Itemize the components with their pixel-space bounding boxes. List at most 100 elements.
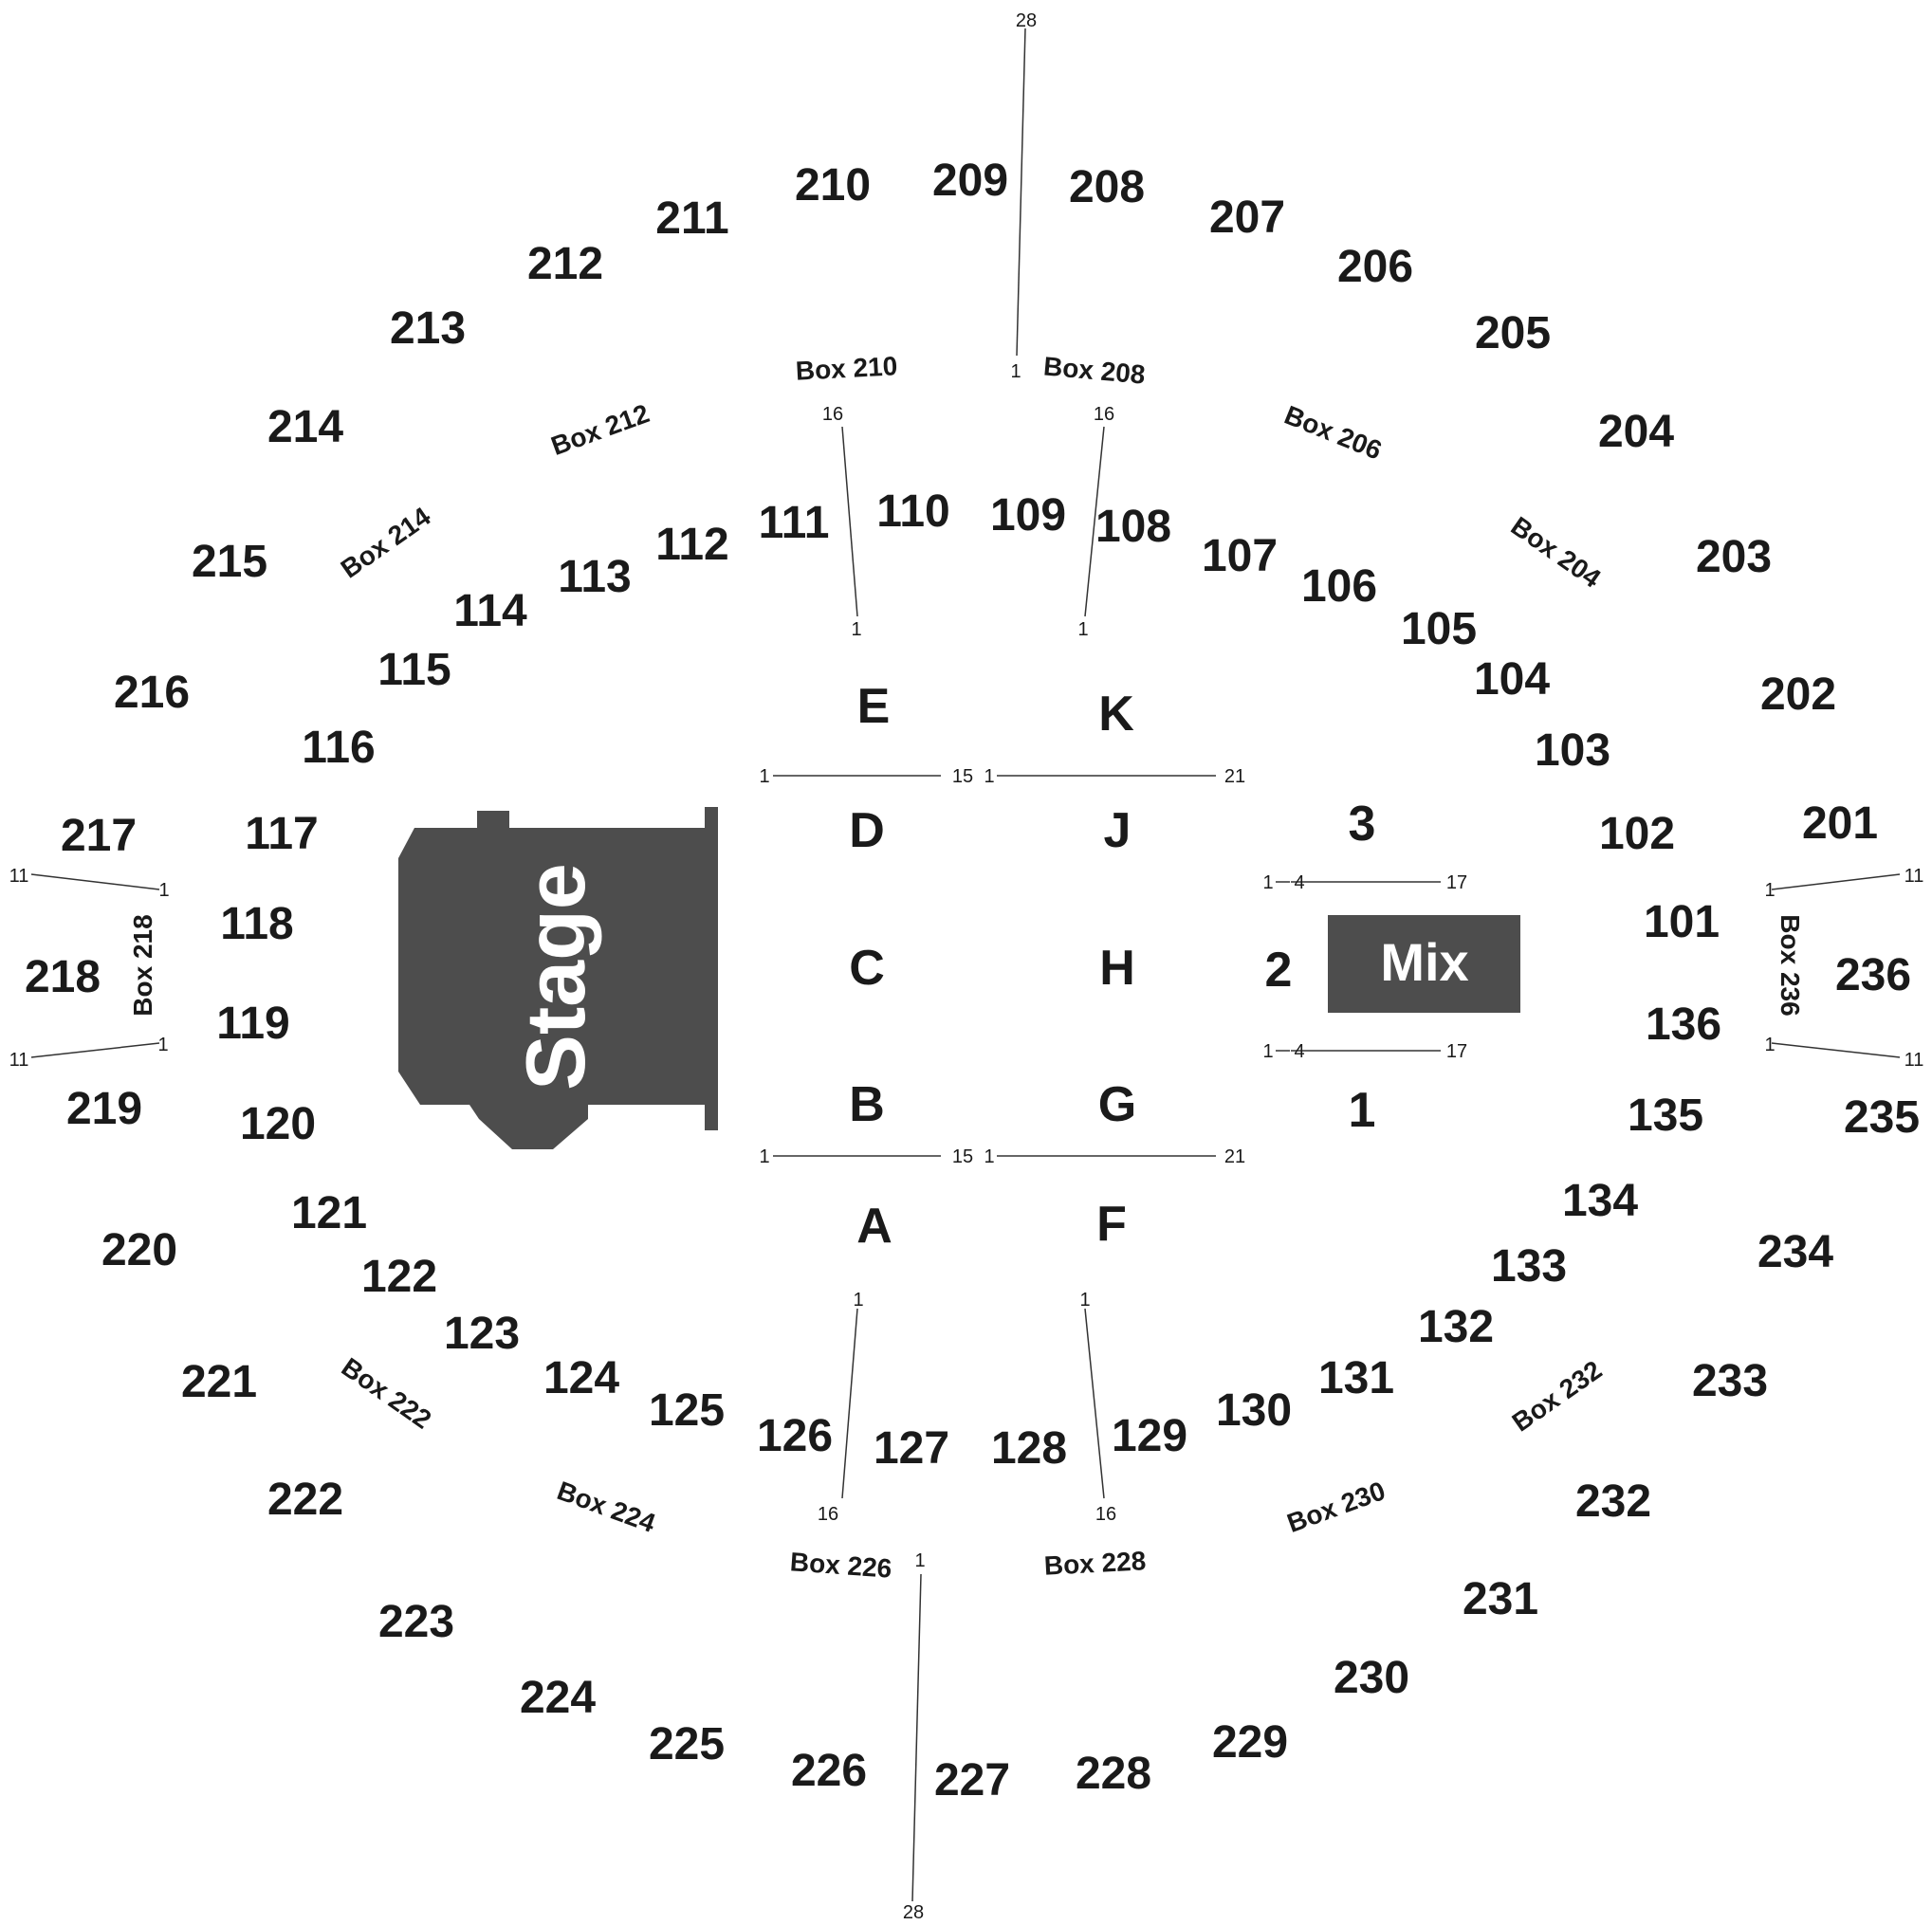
section-230[interactable]: 230 xyxy=(1334,1653,1409,1703)
section-120[interactable]: 120 xyxy=(240,1099,316,1149)
floor-section-b[interactable]: B xyxy=(849,1077,885,1132)
section-106[interactable]: 106 xyxy=(1301,561,1377,612)
section-125[interactable]: 125 xyxy=(649,1385,725,1436)
box-228[interactable]: Box 228 xyxy=(1043,1546,1147,1581)
section-102[interactable]: 102 xyxy=(1599,809,1675,859)
mix-position[interactable] xyxy=(1328,915,1520,1013)
stage-shape[interactable] xyxy=(398,807,718,1149)
section-206[interactable]: 206 xyxy=(1337,242,1413,292)
section-221[interactable]: 221 xyxy=(181,1357,257,1407)
section-135[interactable]: 135 xyxy=(1628,1091,1703,1141)
section-219[interactable]: 219 xyxy=(66,1084,142,1134)
floor-section-e[interactable]: E xyxy=(857,679,891,734)
section-111[interactable]: 111 xyxy=(759,498,830,548)
section-132[interactable]: 132 xyxy=(1418,1302,1494,1352)
floor-section-g[interactable]: G xyxy=(1098,1077,1136,1132)
section-119[interactable]: 119 xyxy=(216,999,289,1049)
section-107[interactable]: 107 xyxy=(1202,531,1278,581)
section-235[interactable]: 235 xyxy=(1844,1092,1920,1143)
section-226[interactable]: 226 xyxy=(791,1746,867,1796)
section-117[interactable]: 117 xyxy=(245,809,318,859)
section-133[interactable]: 133 xyxy=(1491,1241,1567,1292)
section-224[interactable]: 224 xyxy=(520,1673,596,1723)
section-130[interactable]: 130 xyxy=(1216,1385,1292,1436)
floor-section-f[interactable]: F xyxy=(1096,1197,1127,1252)
section-202[interactable]: 202 xyxy=(1760,669,1836,720)
floor-section-c[interactable]: C xyxy=(849,941,885,996)
box-208[interactable]: Box 208 xyxy=(1042,351,1147,389)
box-212[interactable]: Box 212 xyxy=(547,398,653,461)
box-226[interactable]: Box 226 xyxy=(789,1547,892,1583)
section-214[interactable]: 214 xyxy=(267,402,343,452)
section-234[interactable]: 234 xyxy=(1757,1227,1833,1277)
section-208[interactable]: 208 xyxy=(1069,162,1145,212)
section-116[interactable]: 116 xyxy=(302,723,375,773)
section-112[interactable]: 112 xyxy=(655,520,728,570)
section-105[interactable]: 105 xyxy=(1401,604,1477,654)
section-114[interactable]: 114 xyxy=(453,586,527,636)
section-131[interactable]: 131 xyxy=(1318,1353,1394,1403)
box-236[interactable]: Box 236 xyxy=(1776,914,1805,1016)
section-223[interactable]: 223 xyxy=(378,1597,454,1647)
box-204[interactable]: Box 204 xyxy=(1506,511,1607,594)
box-206[interactable]: Box 206 xyxy=(1280,400,1386,466)
floor-section-h[interactable]: H xyxy=(1099,941,1135,996)
box-222[interactable]: Box 222 xyxy=(337,1352,437,1435)
box-214[interactable]: Box 214 xyxy=(336,501,436,583)
section-205[interactable]: 205 xyxy=(1475,308,1551,358)
section-136[interactable]: 136 xyxy=(1646,999,1721,1050)
section-134[interactable]: 134 xyxy=(1562,1176,1638,1226)
section-118[interactable]: 118 xyxy=(220,899,293,949)
section-127[interactable]: 127 xyxy=(874,1423,949,1474)
section-236[interactable]: 236 xyxy=(1835,950,1911,1000)
section-129[interactable]: 129 xyxy=(1112,1411,1187,1461)
section-122[interactable]: 122 xyxy=(361,1252,437,1302)
section-103[interactable]: 103 xyxy=(1535,725,1610,776)
section-201[interactable]: 201 xyxy=(1802,798,1878,849)
section-124[interactable]: 124 xyxy=(543,1353,619,1403)
section-231[interactable]: 231 xyxy=(1463,1574,1538,1624)
section-209[interactable]: 209 xyxy=(932,156,1008,206)
box-232[interactable]: Box 232 xyxy=(1507,1355,1608,1438)
section-213[interactable]: 213 xyxy=(390,303,466,354)
section-215[interactable]: 215 xyxy=(192,537,267,587)
section-110[interactable]: 110 xyxy=(876,486,949,537)
section-232[interactable]: 232 xyxy=(1575,1476,1651,1527)
box-224[interactable]: Box 224 xyxy=(553,1476,659,1538)
section-211[interactable]: 211 xyxy=(655,193,728,244)
section-109[interactable]: 109 xyxy=(990,490,1066,541)
section-126[interactable]: 126 xyxy=(757,1411,833,1461)
section-104[interactable]: 104 xyxy=(1474,654,1550,705)
section-210[interactable]: 210 xyxy=(795,160,871,211)
section-228[interactable]: 228 xyxy=(1076,1749,1151,1799)
section-217[interactable]: 217 xyxy=(61,811,137,861)
floor-section-d[interactable]: D xyxy=(849,803,885,858)
section-220[interactable]: 220 xyxy=(101,1225,177,1275)
floor-section-1[interactable]: 1 xyxy=(1349,1083,1376,1138)
section-128[interactable]: 128 xyxy=(991,1423,1067,1474)
floor-section-3[interactable]: 3 xyxy=(1349,797,1376,852)
section-218[interactable]: 218 xyxy=(25,952,101,1002)
section-216[interactable]: 216 xyxy=(114,668,190,718)
section-108[interactable]: 108 xyxy=(1095,502,1171,552)
section-207[interactable]: 207 xyxy=(1209,192,1285,243)
floor-section-k[interactable]: K xyxy=(1098,687,1134,742)
section-123[interactable]: 123 xyxy=(444,1309,520,1359)
section-225[interactable]: 225 xyxy=(649,1719,725,1769)
box-210[interactable]: Box 210 xyxy=(795,351,898,386)
section-229[interactable]: 229 xyxy=(1212,1717,1288,1768)
section-227[interactable]: 227 xyxy=(934,1755,1010,1806)
section-101[interactable]: 101 xyxy=(1644,897,1720,947)
section-212[interactable]: 212 xyxy=(527,239,603,289)
floor-section-a[interactable]: A xyxy=(856,1199,892,1254)
section-113[interactable]: 113 xyxy=(558,552,631,602)
section-203[interactable]: 203 xyxy=(1696,532,1772,582)
section-121[interactable]: 121 xyxy=(291,1188,367,1238)
section-115[interactable]: 115 xyxy=(377,645,451,695)
box-218[interactable]: Box 218 xyxy=(128,914,157,1016)
section-222[interactable]: 222 xyxy=(267,1475,343,1525)
section-233[interactable]: 233 xyxy=(1692,1356,1768,1406)
floor-section-2[interactable]: 2 xyxy=(1265,943,1293,998)
box-230[interactable]: Box 230 xyxy=(1283,1476,1389,1538)
section-204[interactable]: 204 xyxy=(1598,407,1674,457)
